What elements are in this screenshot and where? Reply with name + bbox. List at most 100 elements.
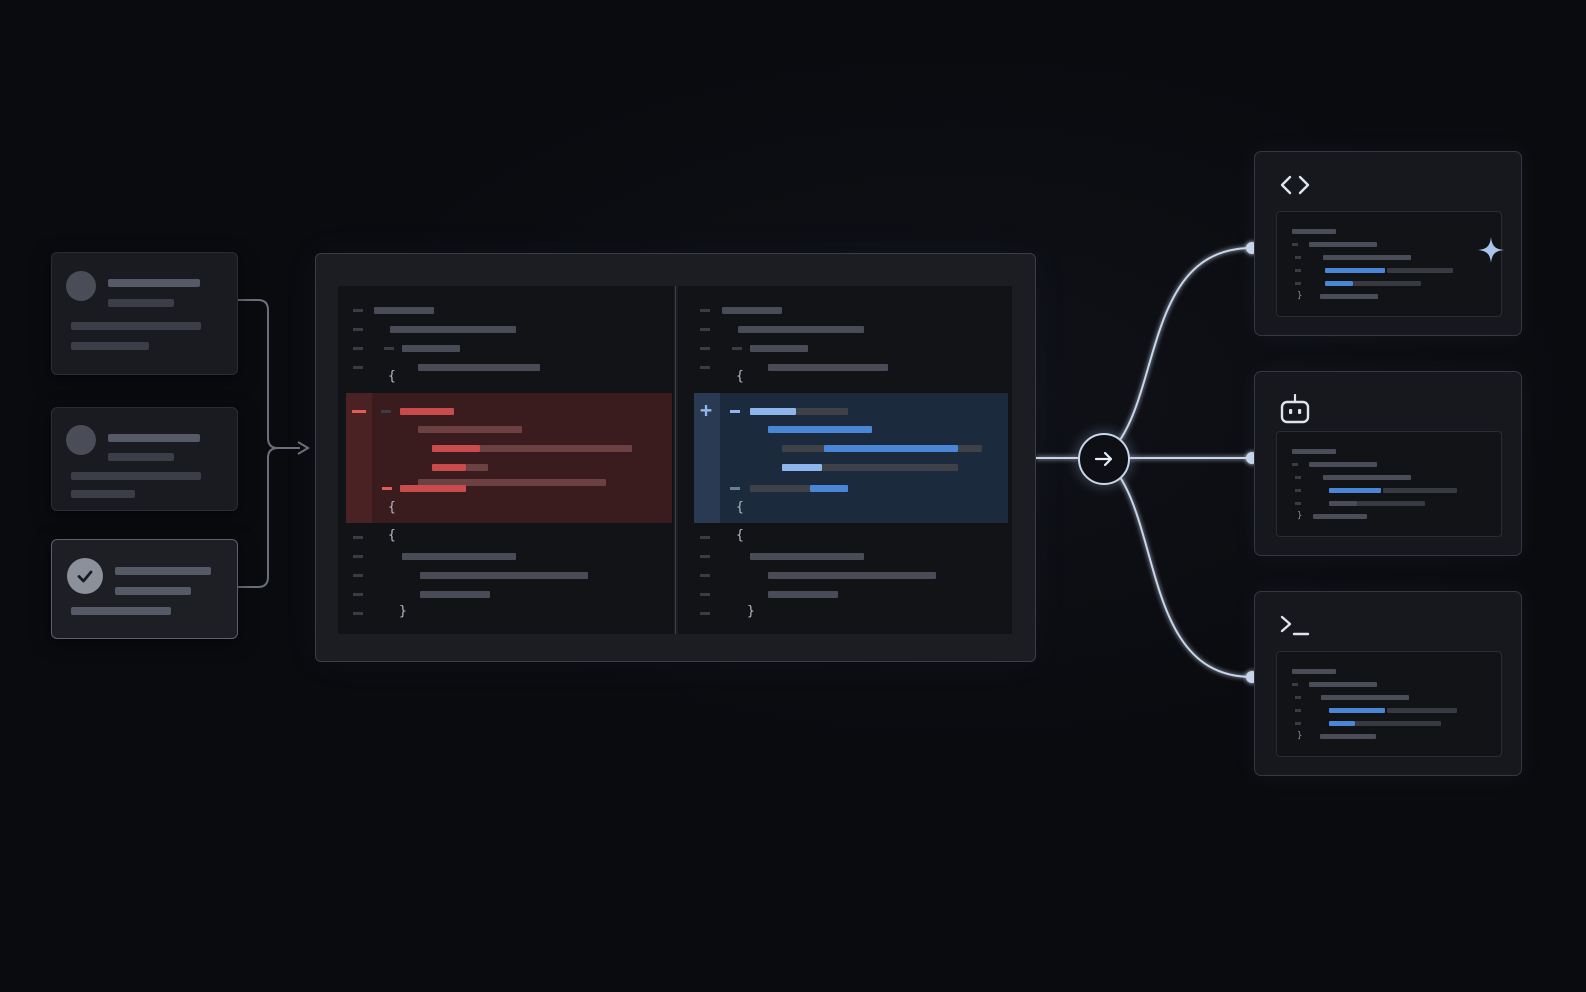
line-number	[700, 593, 710, 596]
task-card-3-completed[interactable]	[51, 539, 238, 639]
output-card-agent[interactable]: }	[1254, 371, 1522, 556]
deleted-code-line	[418, 426, 522, 433]
close-brace: }	[1297, 731, 1303, 741]
preview-line	[1325, 281, 1353, 286]
preview-line	[1292, 229, 1336, 234]
router-to-output-3-line	[1119, 476, 1253, 678]
close-brace: }	[1297, 511, 1303, 521]
preview-line	[1353, 281, 1421, 286]
preview-line	[1329, 488, 1381, 493]
code-line	[420, 591, 490, 598]
code-line	[402, 553, 516, 560]
task-body-bar	[71, 322, 201, 330]
line-number	[381, 410, 391, 413]
line-number	[353, 612, 363, 615]
task-title-bar	[108, 279, 200, 287]
code-preview: }	[1276, 651, 1502, 757]
line-number	[730, 487, 740, 490]
added-code-line	[782, 445, 824, 452]
preview-line	[1313, 514, 1367, 519]
line-number	[700, 536, 710, 539]
modified-code-pane[interactable]: { + { {	[678, 286, 1012, 634]
task-card-2[interactable]	[51, 407, 238, 511]
plus-icon: +	[700, 398, 713, 422]
code-brackets-icon	[1280, 175, 1310, 195]
code-line	[768, 364, 888, 371]
code-preview: }	[1276, 431, 1502, 537]
preview-line	[1320, 734, 1376, 739]
line-number	[353, 366, 363, 369]
line-number	[1292, 683, 1298, 686]
added-gutter	[694, 393, 720, 523]
added-code-line	[822, 464, 958, 471]
minus-icon	[382, 487, 392, 490]
code-line	[418, 364, 540, 371]
code-line	[738, 326, 864, 333]
preview-line	[1292, 669, 1336, 674]
preview-line	[1383, 488, 1457, 493]
code-line	[722, 307, 782, 314]
task-body-bar	[71, 342, 149, 350]
added-code-line	[782, 464, 822, 471]
deleted-code-line	[400, 408, 454, 415]
line-number	[1295, 696, 1301, 699]
added-code-line	[958, 445, 982, 452]
avatar	[66, 425, 96, 455]
code-line	[420, 572, 588, 579]
line-number	[700, 612, 710, 615]
deleted-code-line	[400, 485, 466, 492]
output-card-terminal[interactable]: }	[1254, 591, 1522, 776]
line-number	[353, 593, 363, 596]
added-code-line	[796, 408, 848, 415]
added-hunk[interactable]: + {	[694, 393, 1008, 523]
line-number	[1295, 709, 1301, 712]
preview-line	[1309, 682, 1377, 687]
open-brace: {	[736, 528, 744, 543]
line-number	[1295, 502, 1301, 505]
preview-line	[1309, 242, 1377, 247]
line-number	[700, 328, 710, 331]
deleted-code-line	[432, 445, 480, 452]
line-number	[1295, 722, 1301, 725]
code-line	[390, 326, 516, 333]
deleted-hunk[interactable]: {	[346, 393, 672, 523]
task-title-bar	[108, 434, 200, 442]
preview-line	[1292, 449, 1336, 454]
code-preview: }	[1276, 211, 1502, 317]
line-number	[1295, 476, 1301, 479]
task-title-bar	[115, 567, 211, 575]
line-number	[1295, 256, 1301, 259]
line-number	[700, 555, 710, 558]
task-card-1[interactable]	[51, 252, 238, 375]
fold-marker	[384, 347, 394, 350]
task-body-bar	[71, 490, 135, 498]
line-number	[1295, 489, 1301, 492]
line-number	[700, 309, 710, 312]
minus-icon	[352, 410, 366, 413]
line-number	[353, 536, 363, 539]
added-code-line	[768, 426, 872, 433]
line-number	[1292, 243, 1298, 246]
deleted-code-line	[466, 464, 488, 471]
pane-divider[interactable]	[675, 286, 676, 634]
original-code-pane[interactable]: { { {	[338, 286, 674, 634]
line-number	[1295, 269, 1301, 272]
output-card-code[interactable]: }	[1254, 151, 1522, 336]
check-icon	[67, 558, 103, 594]
preview-line	[1320, 294, 1378, 299]
line-number	[1292, 463, 1298, 466]
close-brace: }	[399, 604, 407, 619]
code-line	[768, 572, 936, 579]
fold-marker	[732, 347, 742, 350]
task-subtitle-bar	[108, 299, 174, 307]
router-node[interactable]	[1078, 433, 1130, 485]
code-line	[750, 345, 808, 352]
task-body-bar	[71, 472, 201, 480]
code-line	[374, 307, 434, 314]
deleted-gutter	[346, 393, 372, 523]
preview-line	[1355, 721, 1441, 726]
deleted-code-line	[432, 464, 466, 471]
task-subtitle-bar	[115, 587, 191, 595]
open-brace: {	[388, 528, 396, 543]
line-number	[1295, 282, 1301, 285]
